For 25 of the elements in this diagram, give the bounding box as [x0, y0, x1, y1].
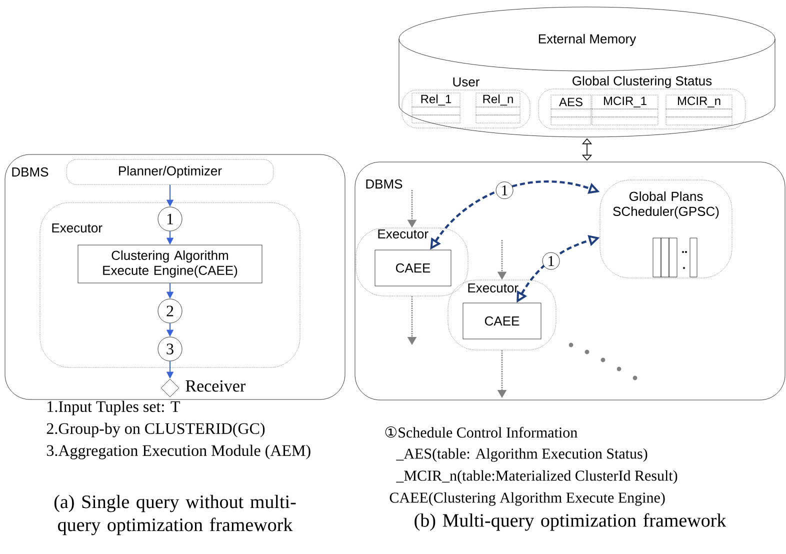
node-label: User	[453, 77, 480, 87]
scheduler-box: Global Plans SCheduler(GPSC)	[600, 180, 732, 278]
planner-box: Planner/Optimizer	[66, 159, 274, 185]
table-cell: Rel_1	[412, 92, 460, 124]
table-cell: AES	[550, 94, 592, 126]
caption: (a) Single query without multi-query optimization framework	[54, 494, 296, 536]
engine-box: CAEE	[462, 302, 542, 340]
note-text: ①Schedule Control Information	[385, 426, 578, 438]
node-label: Global Clustering Status	[572, 76, 712, 88]
note-text: _AES(table: Algorithm Execution Status)	[396, 448, 648, 462]
engine-box: CAEE	[374, 250, 452, 286]
edge-label: 1	[542, 252, 560, 270]
note-text: 3.Aggregation Execution Module (AEM)	[46, 444, 310, 460]
caption: (b) Multi-query optimization framework	[414, 513, 726, 531]
node-label: Receiver	[186, 380, 246, 392]
note-text: 2.Group-by on CLUSTERID(GC)	[46, 422, 265, 438]
note-text: _MCIR_n(table:Materialized ClusterId Result)	[396, 470, 678, 484]
table-cell: MCIR_n	[666, 94, 732, 126]
table-cell: MCIR_1	[592, 94, 658, 126]
note-text: CAEE(Clustering Algorithm Execute Engine)	[390, 492, 665, 506]
double-arrow	[582, 138, 592, 161]
edge-label: 1	[496, 182, 514, 199]
engine-box: Clustering Algorithm Execute Engine(CAEE)	[78, 244, 262, 284]
table-cell: Rel_n	[476, 92, 520, 124]
note-text: 1.Input Tuples set: T	[48, 400, 180, 416]
